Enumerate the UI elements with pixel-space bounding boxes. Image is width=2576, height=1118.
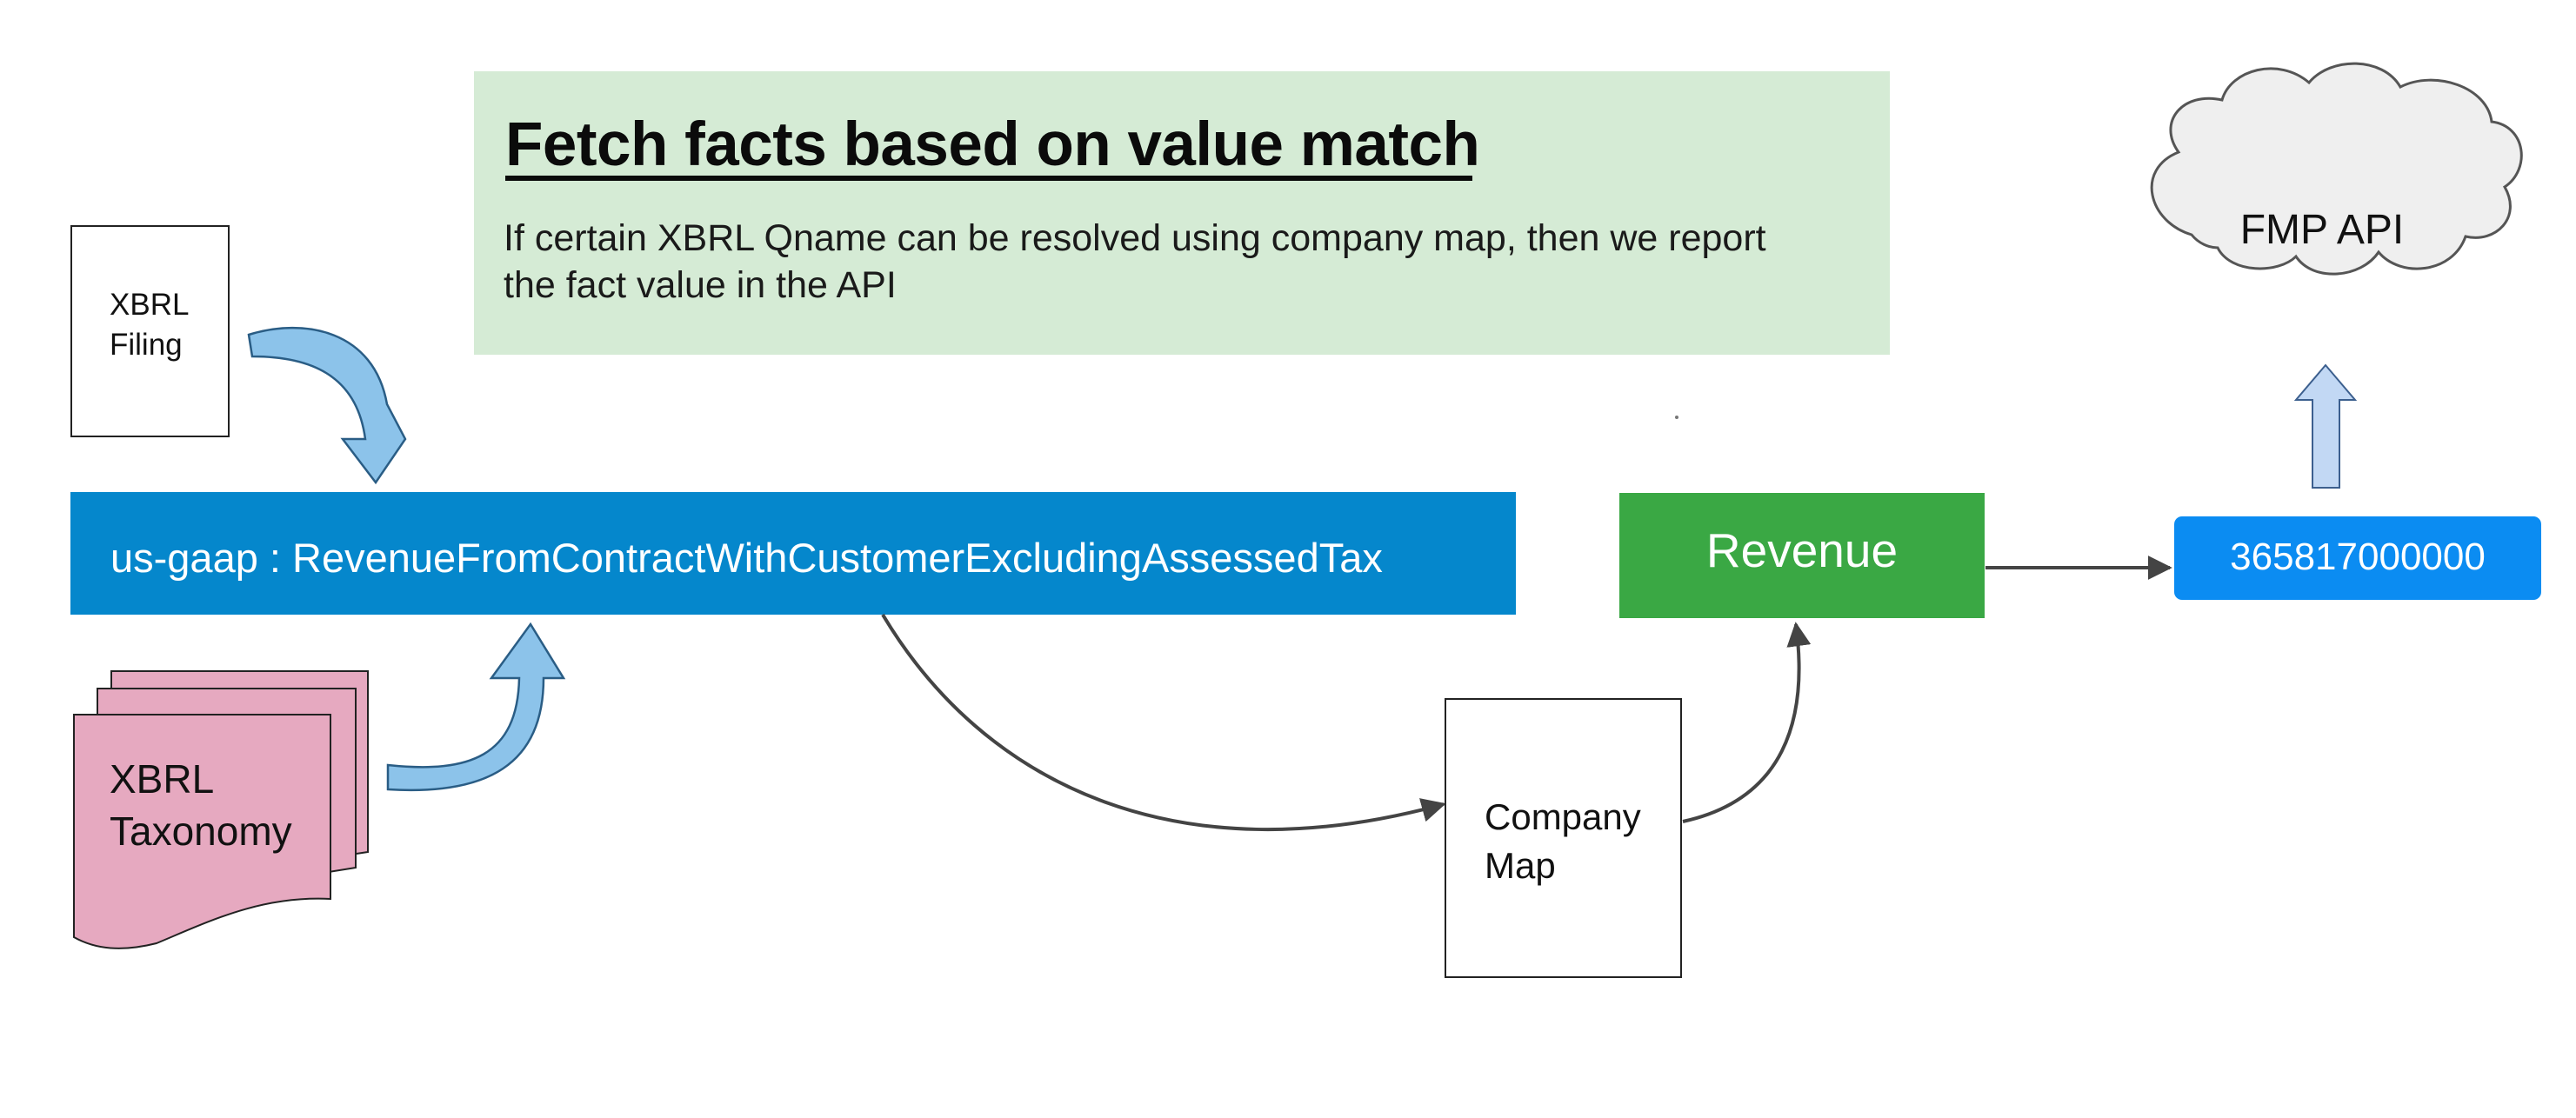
filing-to-qname-arrow xyxy=(247,326,407,485)
revenue-box xyxy=(1619,493,1985,618)
taxonomy-page-front xyxy=(73,714,331,949)
qname-bar: us-gaap : RevenueFromContractWithCustome… xyxy=(70,492,1516,615)
value-pill-label: 365817000000 xyxy=(2230,536,2486,578)
fmp-api-node: FMP API xyxy=(2150,62,2523,276)
xbrl-filing-node: XBRL Filing xyxy=(70,225,230,437)
qname-to-company-map-connector xyxy=(881,613,1446,832)
value-to-api-arrow xyxy=(2293,363,2358,489)
qname-bar-background xyxy=(70,492,1516,615)
company-map-label-1: Company xyxy=(1485,796,1641,837)
qname-label: us-gaap : RevenueFromContractWithCustome… xyxy=(110,535,1383,581)
xbrl-filing-label-1: XBRL xyxy=(110,288,189,322)
value-pill xyxy=(2174,516,2541,600)
value-pill-node: 365817000000 xyxy=(2174,516,2541,600)
title-underline xyxy=(505,176,1472,181)
fmp-api-label: FMP API xyxy=(2240,207,2405,253)
stray-dot xyxy=(1675,416,1678,419)
xbrl-taxonomy-label-2: Taxonomy xyxy=(110,809,292,854)
description-line-1: If certain XBRL Qname can be resolved us… xyxy=(504,217,1766,259)
taxonomy-to-qname-arrow xyxy=(386,622,566,792)
xbrl-filing-box xyxy=(70,225,230,437)
company-map-label-2: Map xyxy=(1485,845,1556,886)
company-map-box xyxy=(1445,698,1682,978)
description-line-2: the fact value in the API xyxy=(504,264,897,306)
revenue-label: Revenue xyxy=(1706,523,1898,577)
xbrl-taxonomy-node: XBRL Taxonomy xyxy=(73,670,369,949)
company-map-to-revenue-connector xyxy=(1682,622,1812,823)
xbrl-filing-label-2: Filing xyxy=(110,328,183,362)
diagram-title: Fetch facts based on value match xyxy=(505,110,1480,179)
xbrl-taxonomy-label-1: XBRL xyxy=(110,756,214,802)
company-map-node: Company Map xyxy=(1445,698,1682,978)
cloud-icon xyxy=(2150,62,2523,276)
title-panel: Fetch facts based on value match If cert… xyxy=(474,71,1890,355)
revenue-node: Revenue xyxy=(1619,493,1985,618)
